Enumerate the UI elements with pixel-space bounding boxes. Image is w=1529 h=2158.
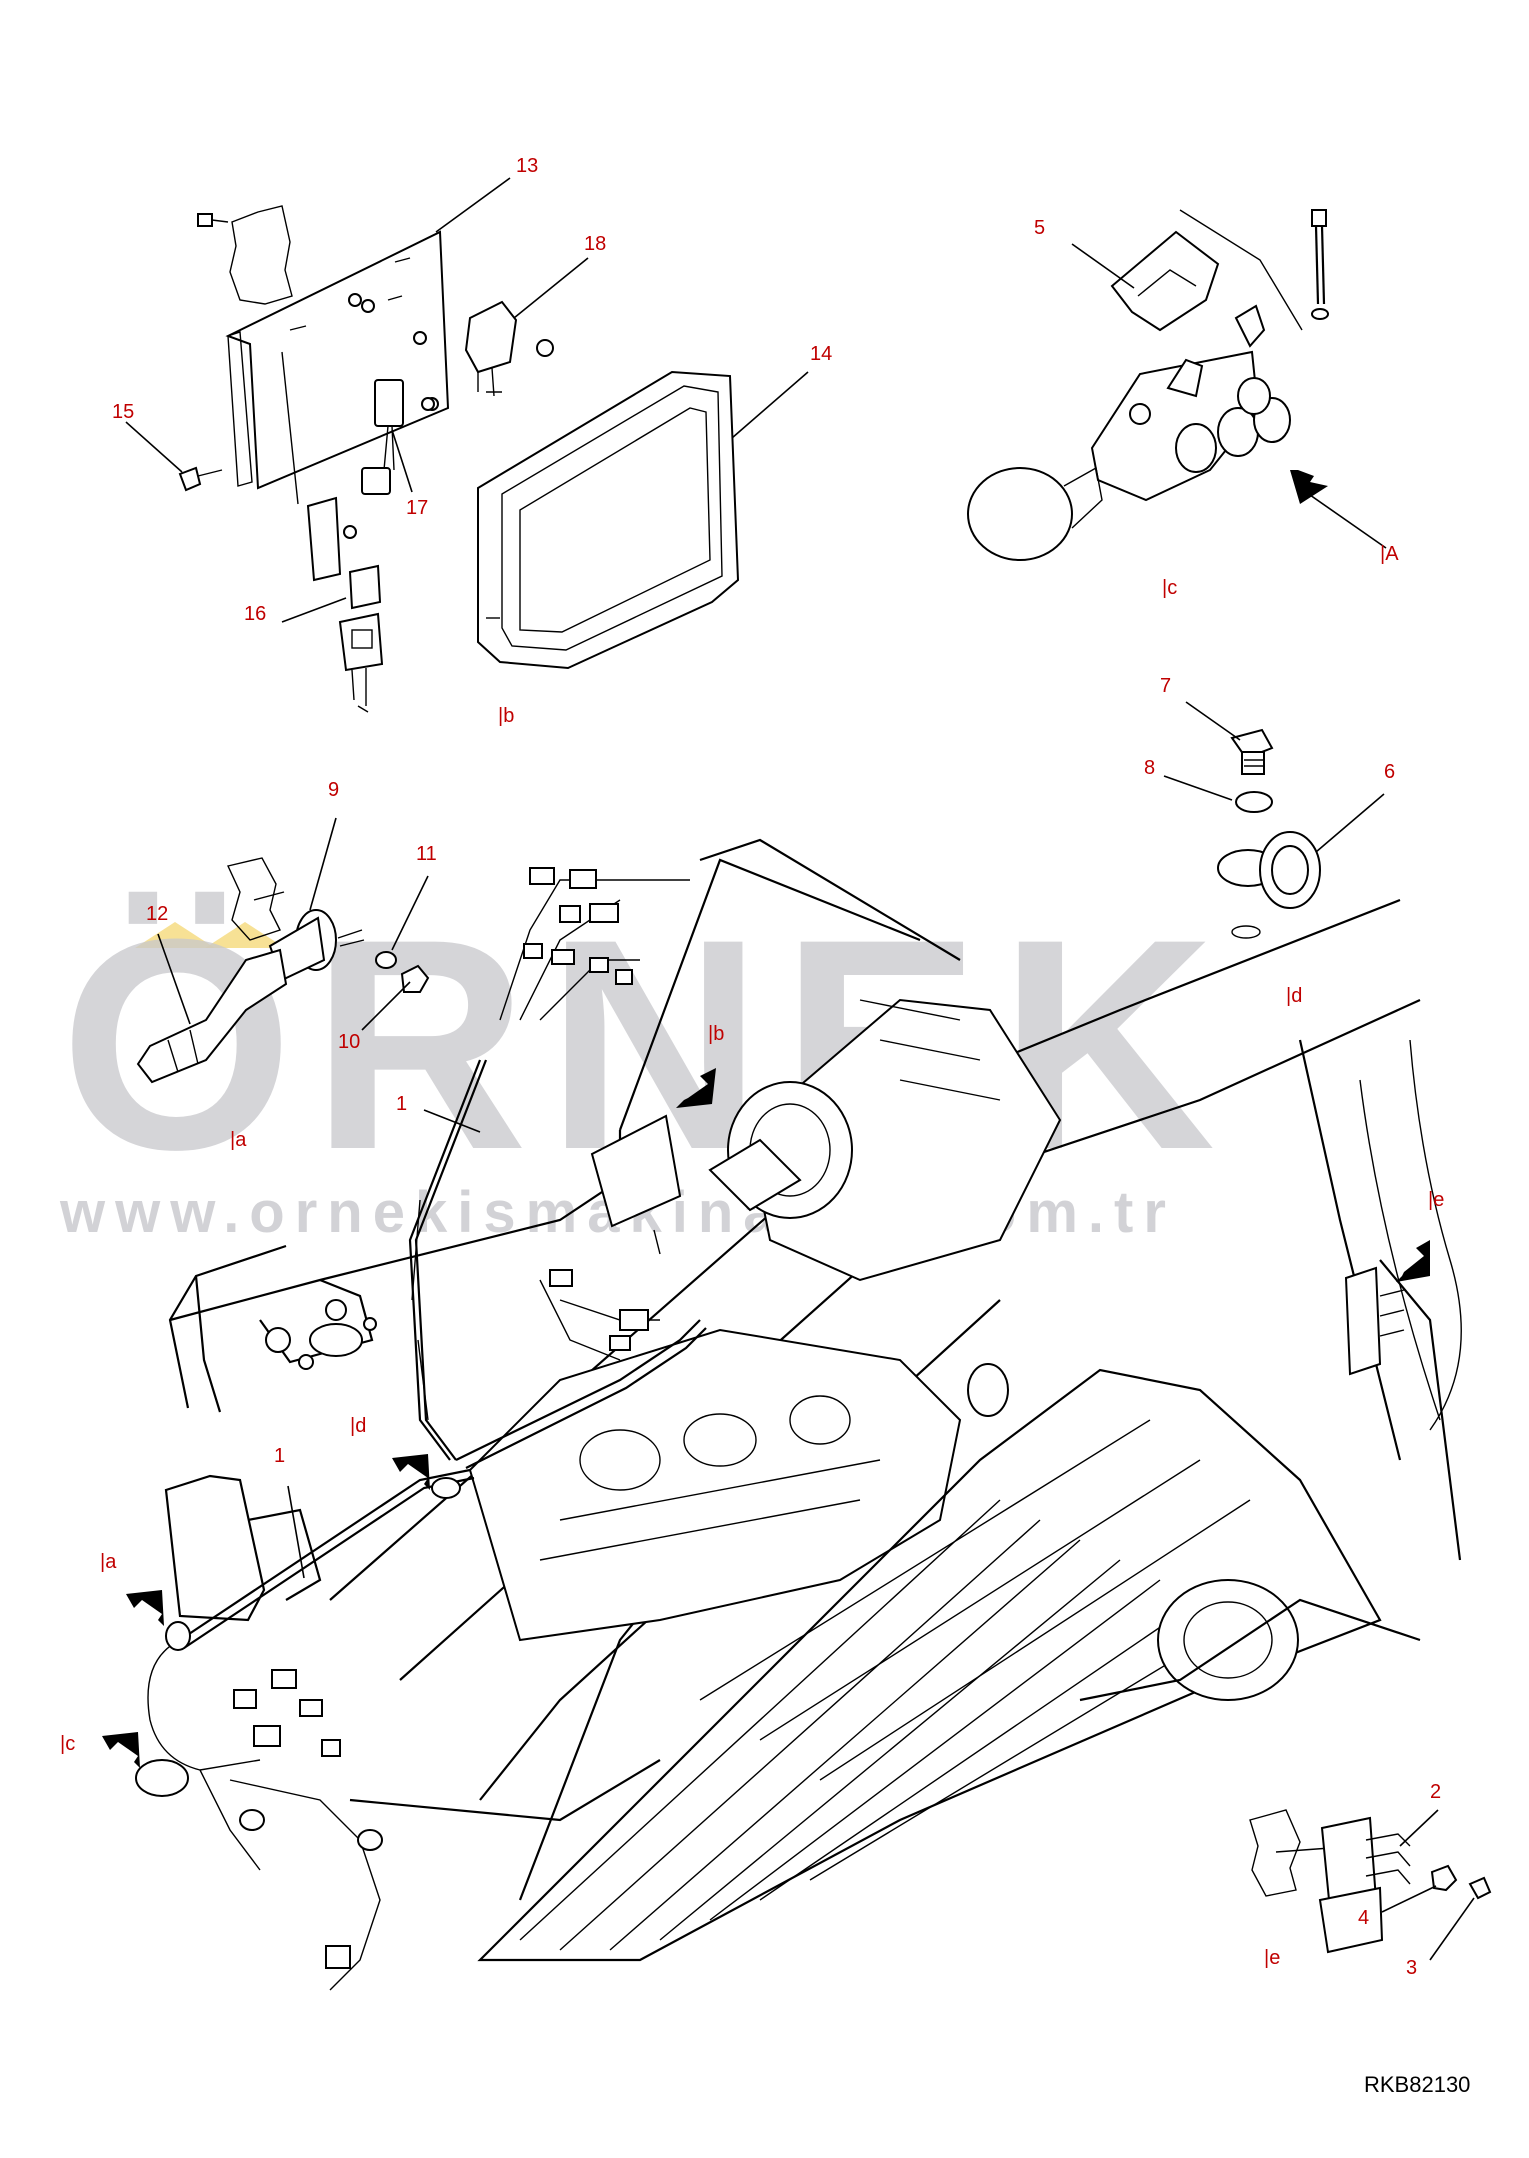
view-label-c-lower: |c xyxy=(60,1733,75,1755)
controller-bracket xyxy=(225,230,450,490)
callout-9: 9 xyxy=(328,779,339,801)
view-e-terminal-assembly xyxy=(1249,1809,1492,1954)
view-label-b-mid: |b xyxy=(708,1023,724,1045)
callout-1-lower: 1 xyxy=(274,1445,285,1467)
callout-14: 14 xyxy=(810,343,832,365)
callout-18: 18 xyxy=(584,233,606,255)
view-label-c-top: |c xyxy=(1162,577,1177,599)
view-b-controller-assembly xyxy=(178,205,740,713)
arrow-a-icon xyxy=(126,1590,164,1626)
callout-15: 15 xyxy=(112,401,134,423)
view-labels: |b |c |A |d |a |b |e |d |a |c |e xyxy=(60,543,1444,1969)
washer-11-icon xyxy=(375,951,397,969)
washer-8-icon xyxy=(1235,791,1273,813)
terminal-block-in-place xyxy=(1344,1266,1405,1376)
valve-bracket-5 xyxy=(1110,230,1220,332)
pointer-arrows xyxy=(102,470,1430,1768)
clamp-in-place xyxy=(165,1621,191,1651)
callout-5: 5 xyxy=(1034,217,1045,239)
callout-2: 2 xyxy=(1430,1781,1441,1803)
connector-icons-middle xyxy=(549,1269,649,1351)
view-label-e-bottom: |e xyxy=(1264,1947,1280,1969)
controller-box-14 xyxy=(477,370,740,670)
mount-break-lines xyxy=(1179,209,1303,331)
wall-break-symbol xyxy=(229,205,293,305)
wall-break-e xyxy=(1249,1809,1301,1897)
callout-12: 12 xyxy=(146,903,168,925)
relay-16-icon xyxy=(281,351,384,713)
view-label-e-right: |e xyxy=(1428,1189,1444,1211)
callout-10: 10 xyxy=(338,1031,360,1053)
callout-3: 3 xyxy=(1406,1957,1417,1979)
view-label-A: |A xyxy=(1380,543,1399,565)
arrow-e-icon xyxy=(1396,1240,1430,1282)
arrow-d-icon xyxy=(392,1454,430,1490)
machine-overview xyxy=(135,838,1462,1991)
nut-4-icon xyxy=(1430,1864,1458,1892)
mount-block xyxy=(265,1299,377,1370)
view-label-d-mid: |d xyxy=(350,1415,366,1437)
pump-block xyxy=(468,1328,1009,1642)
view-d-grommet-assembly xyxy=(1217,728,1321,939)
crawler-track xyxy=(477,1368,1421,1962)
arrow-b-icon xyxy=(676,1068,716,1108)
callout-1-upper: 1 xyxy=(396,1093,407,1115)
view-label-a-lower: |a xyxy=(100,1551,117,1573)
controller-in-place xyxy=(590,1114,682,1228)
view-a-clamp-assembly xyxy=(136,857,430,1084)
view-label-a-left: |a xyxy=(230,1129,247,1151)
drawing-code: RKB82130 xyxy=(1364,2072,1470,2097)
callout-6: 6 xyxy=(1384,761,1395,783)
relay-18-icon xyxy=(464,300,554,397)
callout-13: 13 xyxy=(516,155,538,177)
wire-harness-1 xyxy=(147,867,707,1991)
long-bolt-icon xyxy=(1311,209,1329,320)
callout-4: 4 xyxy=(1358,1907,1369,1929)
connector-icons-lower xyxy=(233,1669,383,1969)
arrow-c-icon xyxy=(102,1732,140,1768)
callout-7: 7 xyxy=(1160,675,1171,697)
accumulator-icon xyxy=(967,466,1103,561)
valve-cartridges xyxy=(1166,304,1291,473)
watermark-accent-left xyxy=(135,922,215,948)
view-label-b-top: |b xyxy=(498,705,514,727)
view-label-d-right: |d xyxy=(1286,985,1302,1007)
callout-11: 11 xyxy=(416,843,437,865)
wall-break-a xyxy=(227,857,281,941)
callout-8: 8 xyxy=(1144,757,1155,779)
connector-icons-top xyxy=(523,867,633,985)
hose-bundle-icon xyxy=(136,948,288,1084)
bolt-top-icon xyxy=(197,213,229,227)
callout-16: 16 xyxy=(244,603,266,625)
leader-lines xyxy=(125,177,1475,1961)
relay-17-icon xyxy=(361,379,435,495)
hydraulic-motor xyxy=(708,998,1062,1282)
callout-numbers: 13 18 14 15 17 16 5 7 8 6 9 11 10 12 1 1… xyxy=(112,155,1441,1979)
callout-17: 17 xyxy=(406,497,428,519)
bolt-3-icon xyxy=(1468,1876,1492,1900)
arrow-A-icon xyxy=(1290,470,1328,504)
valve-in-place xyxy=(135,1759,189,1797)
bolt-15-icon xyxy=(178,466,223,492)
grommet-6-icon xyxy=(1217,831,1321,939)
bolt-7-icon xyxy=(1230,728,1274,775)
view-c-valve-assembly xyxy=(967,209,1329,561)
grommet-in-place xyxy=(431,1477,461,1499)
